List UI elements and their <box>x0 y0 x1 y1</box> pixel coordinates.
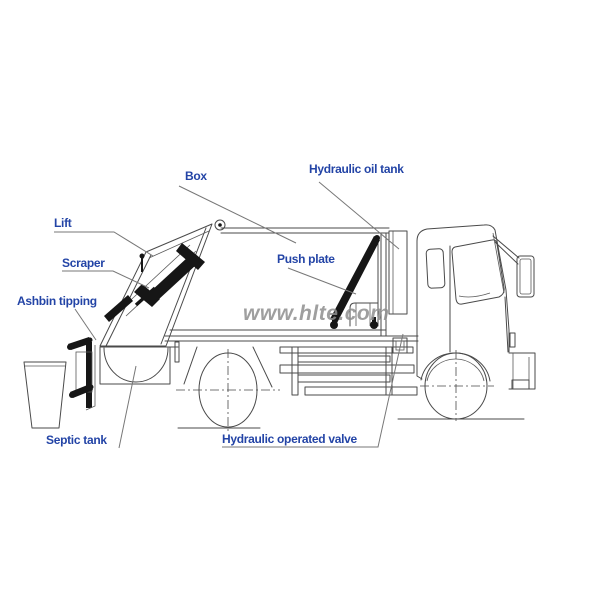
tailgate-inner-edge-right <box>160 227 207 345</box>
window-sill-line <box>458 292 491 298</box>
tipping-arm-lower <box>70 384 93 398</box>
tailgate-top-edge <box>148 230 210 259</box>
scraper-cylinder <box>104 243 205 322</box>
label-ashbin-tipping-text: Ashbin tipping <box>17 294 97 308</box>
fender-outer <box>420 352 491 382</box>
label-ashbin-tipping-leader <box>74 308 97 341</box>
mudflap-right <box>252 346 273 388</box>
push-plate-bench-legs <box>355 303 371 326</box>
oil-tank-body <box>388 230 408 315</box>
cab-skirt <box>416 354 423 380</box>
a-pillar-inner <box>492 232 505 294</box>
tailgate-pivot <box>214 219 226 231</box>
cab-outline <box>416 224 510 356</box>
valve-body <box>392 337 408 354</box>
label-push-plate: Push plate <box>277 252 357 295</box>
hydraulic-operated-valve <box>392 337 408 354</box>
roller-stem-1 <box>332 317 336 323</box>
quarter-window <box>425 248 446 289</box>
label-hydraulic-operated-valve-text: Hydraulic operated valve <box>222 432 357 446</box>
hopper-bowl <box>103 347 169 383</box>
tipping-joint-2 <box>69 392 75 398</box>
label-hydraulic-oil-tank-text: Hydraulic oil tank <box>309 162 404 176</box>
mudflap-left <box>183 346 198 385</box>
tipping-guide <box>85 345 96 411</box>
label-box-text: Box <box>185 169 207 183</box>
frame-rail-1 <box>279 346 414 354</box>
latch-pin-head <box>139 253 145 259</box>
label-septic-tank-text: Septic tank <box>46 433 107 447</box>
push-plate-bench <box>349 302 379 327</box>
fender-inner <box>426 358 485 382</box>
label-hydraulic-operated-valve-leader <box>222 333 404 448</box>
frame-rail-3 <box>279 364 415 374</box>
ground-lines <box>177 418 525 429</box>
label-push-plate-text: Push plate <box>277 252 335 266</box>
truck-cab <box>416 224 536 390</box>
tailgate-pivot-pin <box>218 223 222 227</box>
push-plate <box>330 235 380 329</box>
callouts: Lift Scraper Ashbin tipping Septic tank … <box>17 162 405 449</box>
tipping-joint-4 <box>88 384 94 390</box>
label-lift-leader <box>54 231 154 257</box>
door-window <box>451 239 505 305</box>
tipping-arm-upper <box>68 337 92 350</box>
chassis-bracket <box>174 341 180 363</box>
front-wheel <box>420 350 494 421</box>
hopper-housing <box>99 346 171 385</box>
frame-rail-5 <box>304 386 418 396</box>
label-box-leader <box>178 185 297 244</box>
frame-rail-2 <box>297 355 391 363</box>
frame-rail-4 <box>297 374 391 383</box>
label-septic-tank: Septic tank <box>46 365 137 449</box>
septic-tank-hopper <box>99 346 179 385</box>
label-hydraulic-oil-tank-leader <box>318 181 400 250</box>
rear-wheel <box>176 349 280 433</box>
label-box: Box <box>178 169 297 244</box>
roller-1 <box>330 321 338 329</box>
bin-outline <box>23 361 67 429</box>
scraper-blade <box>104 295 133 322</box>
hydraulic-oil-tank <box>388 230 408 315</box>
grab-handle <box>509 332 516 348</box>
roller-2 <box>370 321 378 329</box>
label-scraper: Scraper <box>62 256 150 289</box>
frame-post-1 <box>291 346 299 396</box>
label-lift: Lift <box>54 216 154 257</box>
label-ashbin-tipping: Ashbin tipping <box>17 294 97 341</box>
ashbin-tipping-mechanism <box>67 337 96 411</box>
label-hydraulic-oil-tank: Hydraulic oil tank <box>309 162 405 250</box>
tipping-joint-3 <box>87 337 93 343</box>
side-mirror <box>516 255 535 298</box>
label-scraper-text: Scraper <box>62 256 105 270</box>
door-edge-front <box>504 296 509 353</box>
bumper-details <box>512 353 530 389</box>
mirror-arm <box>492 235 520 265</box>
watermark-text: www.hlte.com <box>243 302 389 325</box>
tipping-track <box>86 342 92 408</box>
tailgate-panel <box>99 223 213 347</box>
scraper-rail-1 <box>119 244 191 311</box>
label-lift-text: Lift <box>54 216 72 230</box>
trash-bin <box>23 361 67 429</box>
roller-stem-2 <box>372 317 376 323</box>
valve-detail <box>395 340 405 351</box>
label-hydraulic-operated-valve: Hydraulic operated valve <box>222 333 404 448</box>
tailgate-lift <box>99 223 213 347</box>
bumper-step <box>511 379 530 390</box>
label-septic-tank-leader <box>118 365 137 449</box>
cylinder-rod <box>134 286 157 307</box>
tipping-joint-1 <box>67 344 73 350</box>
push-plate-apex-pin <box>374 235 380 241</box>
cylinder-head-clevis <box>176 243 205 270</box>
label-scraper-leader <box>62 270 150 289</box>
push-plate-strut <box>330 236 380 323</box>
side-mirror-glass <box>519 258 532 295</box>
cylinder-body <box>150 257 196 300</box>
chassis <box>174 341 418 396</box>
label-push-plate-leader <box>287 267 357 295</box>
compactor-box <box>164 219 419 342</box>
